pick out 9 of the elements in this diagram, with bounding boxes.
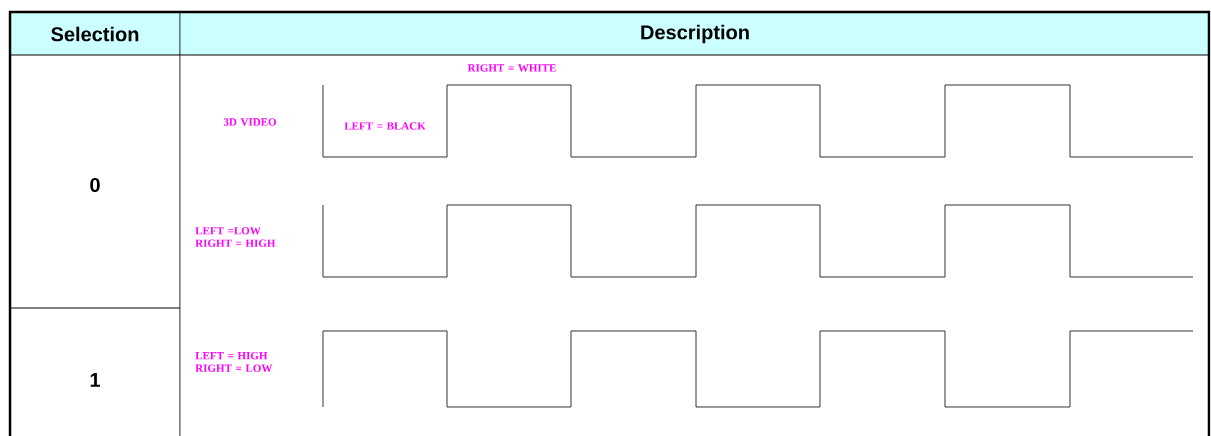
selection-value: 0: [90, 177, 100, 193]
column-header: Description: [641, 24, 749, 44]
waveform-label: RIGHT = WHITE: [467, 64, 556, 72]
column-header: Selection: [51, 26, 139, 42]
waveform-label: LEFT = BLACK: [344, 122, 426, 130]
waveform-label: LEFT = HIGH RIGHT = LOW: [195, 352, 273, 372]
selection-value: 1: [90, 373, 100, 387]
waveform-label: LEFT =LOW RIGHT = HIGH: [195, 227, 276, 247]
waveform-label: 3D VIDEO: [223, 118, 277, 126]
